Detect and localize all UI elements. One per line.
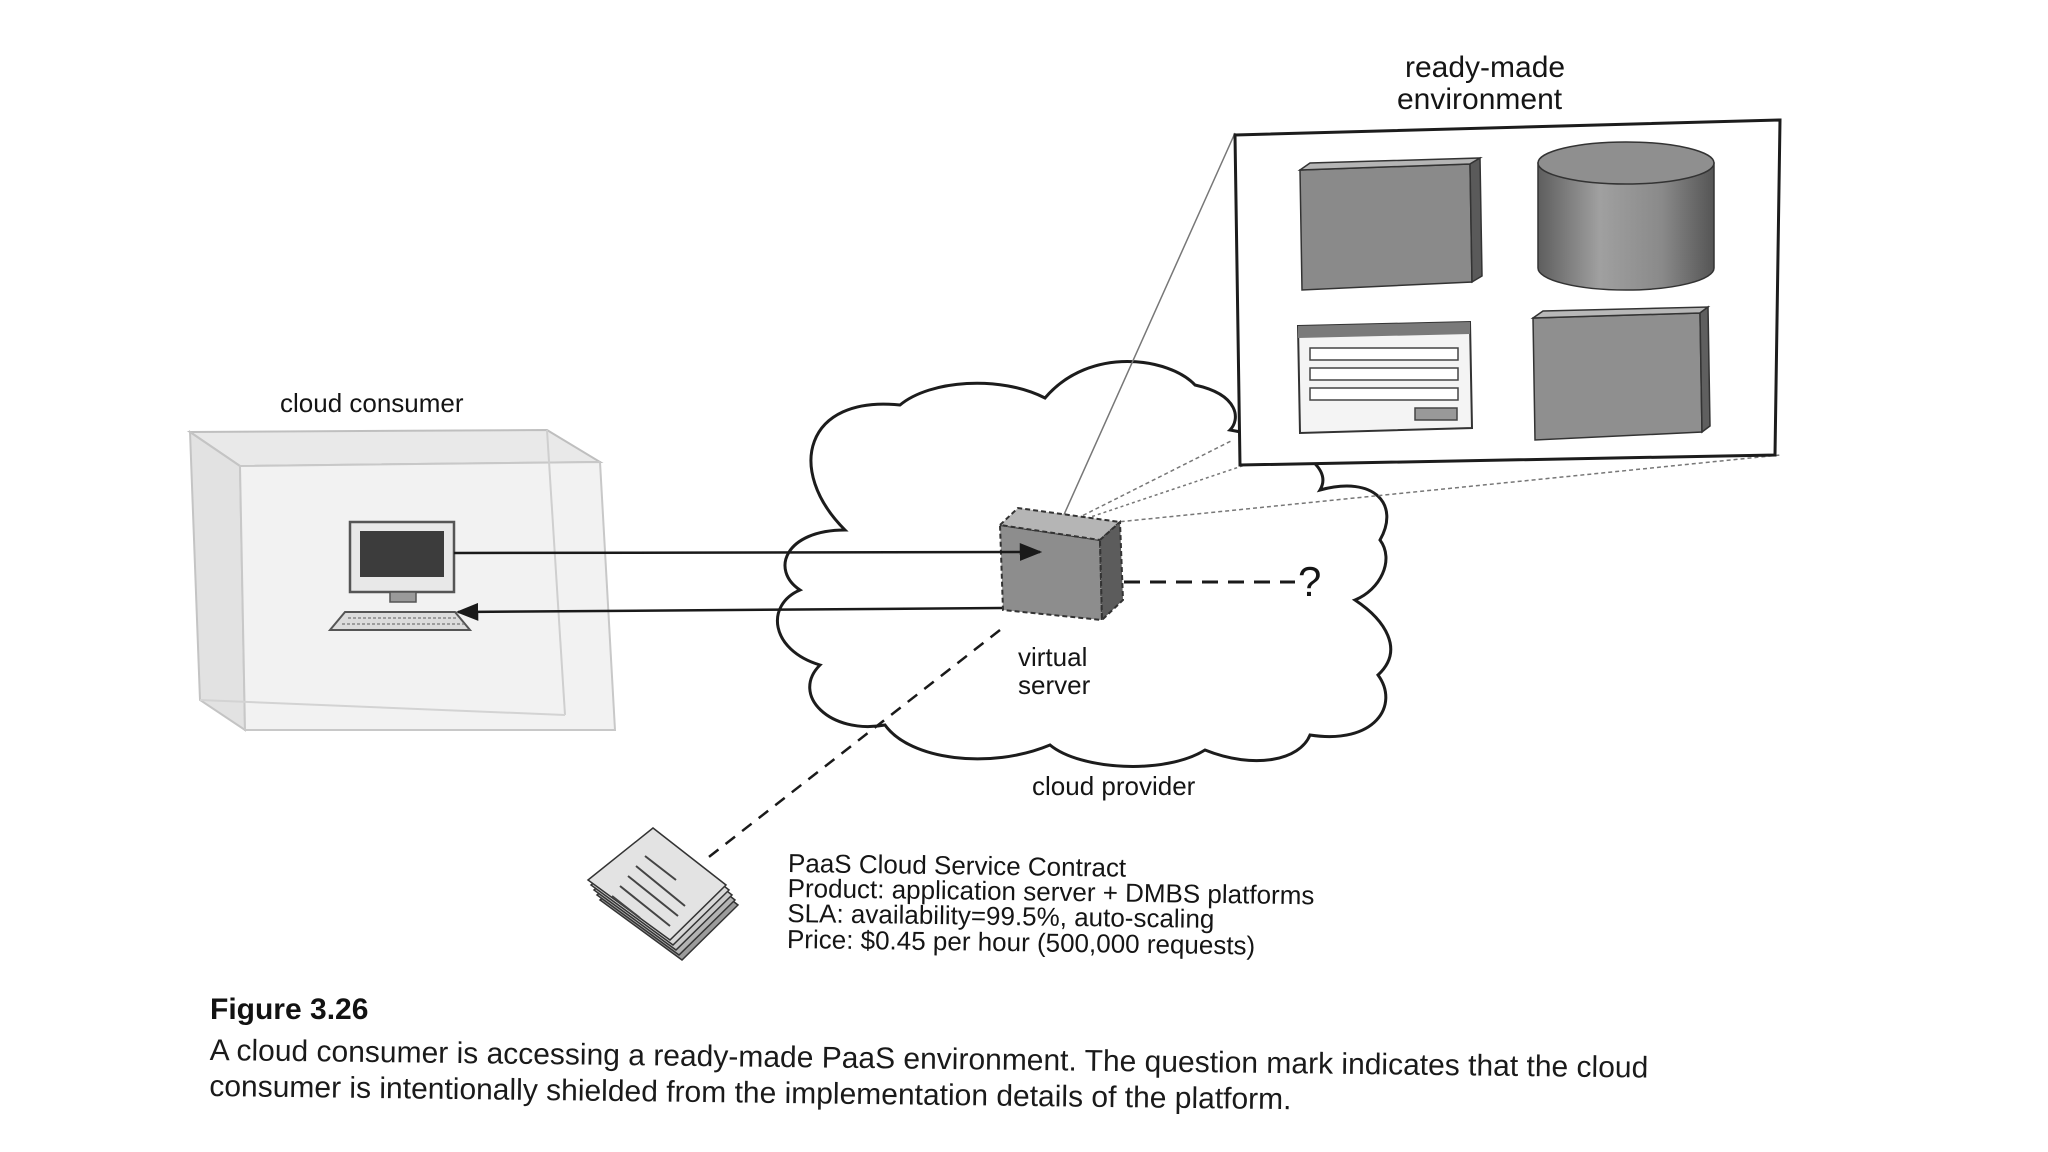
server-block-icon [1297,156,1483,291]
cloud-provider-label: cloud provider [1032,771,1196,801]
request-arrow [453,543,1043,562]
cloud-consumer-box [186,428,617,732]
platform-block-icon [1530,305,1711,441]
contract-text: PaaS Cloud Service Contract Product: app… [787,848,1315,961]
virtual-server-label-line1: virtual [1018,642,1087,672]
question-mark: ? [1298,558,1321,605]
virtual-server-label-line2: server [1018,670,1091,700]
response-arrow [455,602,1003,621]
contract-price: Price: $0.45 per hour (500,000 requests) [787,924,1256,961]
ready-made-environment-panel [1233,118,1782,467]
ready-made-label-line1: ready-made [1405,51,1565,84]
application-window-icon [1296,320,1474,435]
database-cylinder-icon [1537,141,1715,291]
figure-caption-title: Figure 3.26 [210,993,369,1026]
cloud-consumer-label: cloud consumer [280,388,464,418]
contract-sla: SLA: availability=99.5%, auto-scaling [787,898,1214,934]
virtual-server-icon [997,506,1125,623]
contract-title: PaaS Cloud Service Contract [788,848,1127,883]
computer-icon [327,520,473,631]
ready-made-label-line2: environment [1397,83,1563,116]
contract-document-icon [586,827,740,961]
contract-product: Product: application server + DMBS platf… [787,873,1314,910]
